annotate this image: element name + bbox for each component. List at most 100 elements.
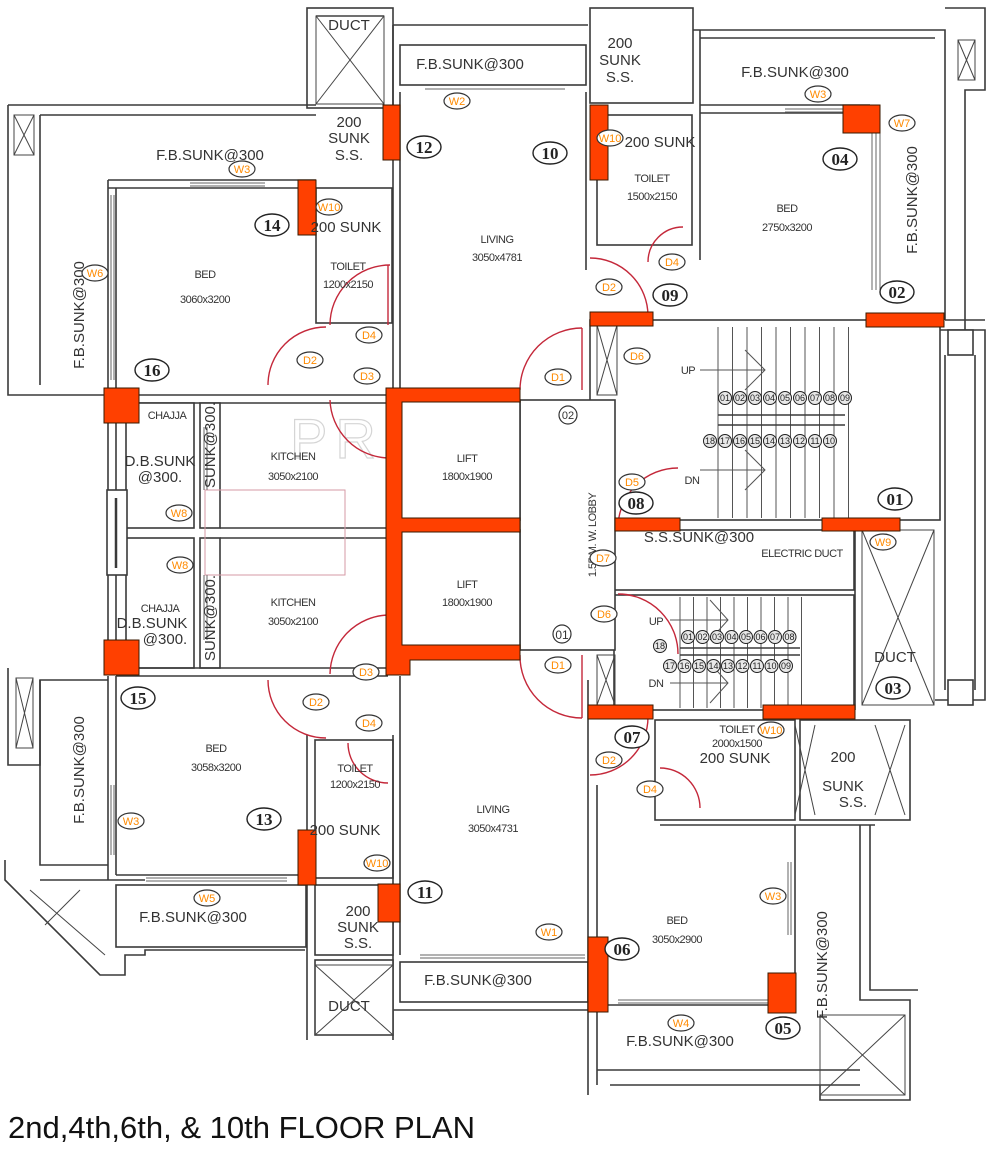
sunk-ss-label: 200 bbox=[345, 903, 370, 920]
tag-w1: W1 bbox=[535, 923, 563, 941]
fb-sunk-label: F.B.SUNK@300 bbox=[741, 64, 849, 81]
svg-text:18: 18 bbox=[655, 641, 665, 651]
tag-d1: D1 bbox=[544, 368, 572, 386]
flat-number: 09 bbox=[662, 286, 679, 305]
svg-text:D4: D4 bbox=[665, 257, 679, 269]
svg-text:15: 15 bbox=[750, 436, 760, 446]
stair-dn-label: DN bbox=[649, 678, 664, 690]
kitchen-sunk-label: SUNK@300. bbox=[202, 575, 219, 661]
sunk-ss-label: SUNK bbox=[599, 52, 641, 69]
svg-text:D6: D6 bbox=[630, 351, 644, 363]
stair-step-number: 04 bbox=[724, 630, 739, 644]
svg-text:04: 04 bbox=[765, 393, 775, 403]
tag-w9: W9 bbox=[869, 533, 897, 551]
svg-text:D4: D4 bbox=[362, 330, 376, 342]
ss-sunk-label: S.S.SUNK@300 bbox=[644, 529, 754, 546]
sunk-ss-label: S.S. bbox=[839, 794, 867, 811]
svg-text:02: 02 bbox=[735, 393, 745, 403]
svg-text:18: 18 bbox=[705, 436, 715, 446]
room-size: 1800x1900 bbox=[442, 597, 492, 609]
flat-number-marker: 16 bbox=[134, 358, 170, 382]
sunk-ss-label: S.S. bbox=[606, 69, 634, 86]
fb-sunk-label: F.B.SUNK@300 bbox=[139, 909, 247, 926]
svg-text:11: 11 bbox=[810, 436, 819, 446]
lobby-marker-bottom: 01 bbox=[555, 628, 569, 642]
stair-up-label: UP bbox=[649, 616, 663, 628]
svg-text:W8: W8 bbox=[171, 508, 188, 520]
room-name: LIVING bbox=[476, 804, 509, 816]
svg-text:12: 12 bbox=[795, 436, 805, 446]
svg-text:D2: D2 bbox=[309, 697, 323, 709]
fb-sunk-label: F.B.SUNK@300 bbox=[814, 911, 831, 1019]
toilet-sunk-label: 200 SUNK bbox=[311, 219, 382, 236]
plan-title: 2nd,4th,6th, & 10th FLOOR PLAN bbox=[8, 1110, 475, 1145]
zone-labels: F.B.SUNK@300 F.B.SUNK@300 F.B.SUNK@300 F… bbox=[71, 17, 921, 1050]
room-name: BED bbox=[776, 203, 798, 215]
svg-text:01: 01 bbox=[720, 393, 730, 403]
flat-number: 03 bbox=[885, 679, 902, 698]
room-size: 1500x2150 bbox=[627, 191, 677, 203]
svg-text:13: 13 bbox=[723, 661, 733, 671]
svg-text:D4: D4 bbox=[643, 784, 657, 796]
flat-number: 01 bbox=[887, 490, 904, 509]
flat-number-marker: 04 bbox=[822, 147, 858, 171]
fb-sunk-label: F.B.SUNK@300 bbox=[904, 146, 921, 254]
sunk-ss-label: 200 bbox=[336, 114, 361, 131]
svg-text:09: 09 bbox=[781, 661, 791, 671]
tag-w3: W3 bbox=[117, 812, 145, 830]
svg-text:W5: W5 bbox=[199, 893, 216, 905]
room-size: 3050x2100 bbox=[268, 471, 318, 483]
fb-sunk-label: F.B.SUNK@300 bbox=[424, 972, 532, 989]
svg-text:D4: D4 bbox=[362, 718, 376, 730]
tag-w10: W10 bbox=[363, 854, 391, 872]
tag-w8: W8 bbox=[166, 556, 194, 574]
stair-step-number: 07 bbox=[808, 391, 822, 405]
tag-d4: D4 bbox=[658, 253, 686, 271]
flat-number-marker: 09 bbox=[652, 283, 688, 307]
svg-text:W7: W7 bbox=[894, 118, 911, 130]
tag-w6: W6 bbox=[81, 264, 109, 282]
tag-w10: W10 bbox=[596, 129, 624, 147]
tag-d1: D1 bbox=[544, 656, 572, 674]
room-size: 3050x4731 bbox=[468, 823, 518, 835]
room-name: TOILET bbox=[719, 724, 755, 736]
stair-step-number: 02 bbox=[695, 630, 710, 644]
lobby-markers: 02 01 bbox=[552, 405, 578, 644]
room-size: 1200x2150 bbox=[323, 279, 373, 291]
stair-step-number: 15 bbox=[692, 659, 706, 673]
duct-label: DUCT bbox=[874, 649, 916, 666]
sunk-ss-label: 200 bbox=[607, 35, 632, 52]
svg-text:13: 13 bbox=[780, 436, 790, 446]
tag-w3: W3 bbox=[228, 160, 256, 178]
stair-dn-label: DN bbox=[685, 475, 700, 487]
tag-w10: W10 bbox=[315, 198, 343, 216]
tag-w10: W10 bbox=[757, 721, 785, 739]
svg-text:14: 14 bbox=[708, 661, 718, 671]
room-name: KITCHEN bbox=[271, 451, 316, 463]
stair-step-number: 06 bbox=[753, 630, 768, 644]
svg-text:W4: W4 bbox=[673, 1018, 690, 1030]
room-name: LIFT bbox=[457, 579, 478, 591]
flat-number-marker: 11 bbox=[407, 880, 443, 904]
db-sunk-label: @300. bbox=[143, 631, 187, 648]
svg-text:16: 16 bbox=[735, 436, 745, 446]
room-name: KITCHEN bbox=[271, 597, 316, 609]
electric-duct-label: ELECTRIC DUCT bbox=[761, 548, 843, 560]
stair-step-number: 10 bbox=[823, 434, 837, 448]
svg-text:05: 05 bbox=[741, 632, 751, 642]
tag-d2: D2 bbox=[302, 693, 330, 711]
flat-number: 08 bbox=[628, 494, 645, 513]
svg-text:W10: W10 bbox=[366, 858, 389, 870]
stair-step-number: 12 bbox=[793, 434, 807, 448]
flat-number-marker: 03 bbox=[875, 676, 911, 700]
toilet-sunk-label: 200 SUNK bbox=[625, 134, 696, 151]
svg-text:D6: D6 bbox=[597, 609, 611, 621]
stair-step-number: 14 bbox=[706, 659, 721, 673]
svg-text:02: 02 bbox=[697, 632, 707, 642]
room-size: 3058x3200 bbox=[191, 762, 241, 774]
flat-number: 13 bbox=[256, 810, 273, 829]
tag-d2: D2 bbox=[296, 351, 324, 369]
flat-number-marker: 15 bbox=[120, 686, 156, 710]
